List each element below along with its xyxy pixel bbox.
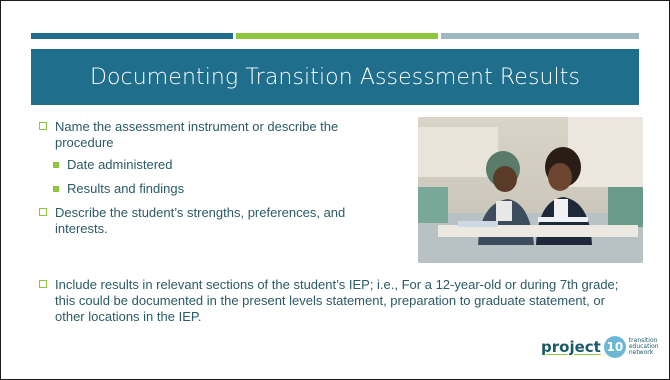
bar-gray	[441, 33, 639, 39]
logo-tag-3: network	[628, 349, 654, 356]
bar-green	[236, 33, 438, 39]
logo-word: project	[541, 338, 601, 356]
square-bullet-icon	[53, 186, 59, 192]
slide-title: Documenting Transition Assessment Result…	[89, 64, 581, 90]
classroom-photo	[418, 117, 643, 263]
checkbox-bullet-icon	[39, 280, 47, 288]
logo-tag-2: education	[628, 343, 659, 350]
title-band: Documenting Transition Assessment Result…	[31, 49, 639, 105]
logo-tag-1: transition	[628, 337, 658, 344]
bullet-iep: Include results in relevant sections of …	[39, 277, 629, 325]
bullet-text: Describe the student’s strengths, prefer…	[55, 205, 346, 236]
sub-bullet-date: Date administered	[39, 157, 399, 173]
sub-bullet-text: Date administered	[67, 157, 173, 172]
bar-teal	[31, 33, 233, 39]
square-bullet-icon	[53, 162, 59, 168]
project10-logo: project 10 transition education network	[541, 336, 659, 358]
bullet-assessment: Name the assessment instrument or descri…	[39, 119, 399, 151]
decorative-bars	[31, 33, 639, 39]
checkbox-bullet-icon	[39, 208, 47, 216]
logo-tagline: transition education network	[629, 338, 659, 356]
bullet-text: Include results in relevant sections of …	[55, 277, 619, 324]
logo-circle: 10	[603, 336, 626, 358]
content-left: Name the assessment instrument or descri…	[39, 119, 399, 243]
photo-illustration	[418, 117, 643, 263]
bullet-text: Name the assessment instrument or descri…	[55, 119, 339, 150]
checkbox-bullet-icon	[39, 122, 47, 130]
sub-bullet-text: Results and findings	[67, 181, 185, 196]
content-bottom: Include results in relevant sections of …	[39, 277, 629, 331]
bullet-strengths: Describe the student’s strengths, prefer…	[39, 205, 399, 237]
sub-bullet-results: Results and findings	[39, 181, 399, 197]
